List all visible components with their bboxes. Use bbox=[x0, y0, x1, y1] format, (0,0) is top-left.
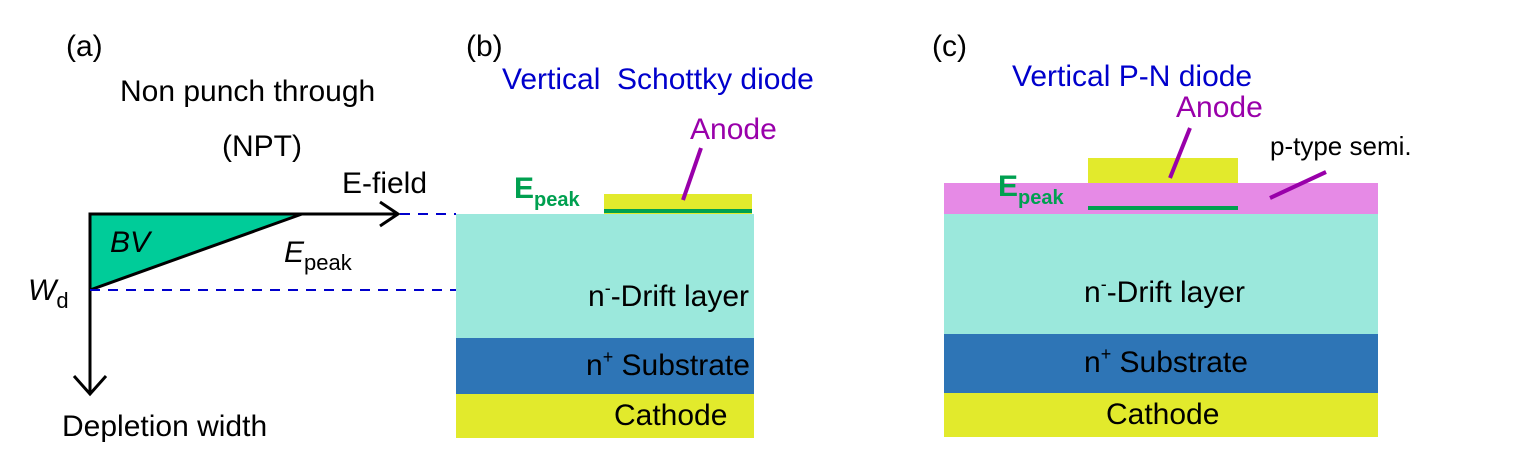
cathode-layer-c bbox=[944, 393, 1378, 437]
panel-c-tag: (c) bbox=[932, 30, 967, 63]
schottky-title: Vertical Schottky diode bbox=[502, 63, 814, 96]
efield-label: E-field bbox=[342, 167, 427, 200]
substrate-label-c: n+ Substrate bbox=[1084, 344, 1248, 379]
npt-title-line1: Non punch through bbox=[120, 75, 375, 108]
anode-label-c: Anode bbox=[1176, 91, 1263, 124]
panel-a: (a) Non punch through (NPT) BV E-field D… bbox=[28, 30, 456, 443]
epeak-label-c: Epeak bbox=[998, 170, 1064, 209]
substrate-layer-c bbox=[944, 334, 1378, 393]
anode-pointer-b bbox=[681, 147, 703, 201]
depth-arrow-icon bbox=[72, 375, 108, 397]
anode-pointer-c bbox=[1168, 127, 1192, 179]
ptype-pointer bbox=[1269, 170, 1327, 200]
cathode-label-c: Cathode bbox=[1106, 398, 1219, 431]
ptype-label: p-type semi. bbox=[1270, 131, 1412, 161]
epeak-label-b: Epeak bbox=[514, 172, 580, 211]
cathode-label-b: Cathode bbox=[614, 399, 727, 432]
panel-c: (c) Vertical P-N diode Anode p-type semi… bbox=[932, 30, 1412, 437]
anode-label-b: Anode bbox=[690, 113, 777, 146]
efield-arrow-icon bbox=[379, 200, 401, 228]
panel-a-tag: (a) bbox=[66, 30, 103, 63]
drift-layer-b bbox=[456, 214, 754, 338]
substrate-layer-b bbox=[456, 338, 754, 394]
drift-label-c: n--Drift layer bbox=[1084, 274, 1245, 309]
bv-label: BV bbox=[110, 226, 153, 259]
npt-title-line2: (NPT) bbox=[222, 130, 302, 163]
anode-contact-c bbox=[1088, 158, 1238, 183]
drift-label-b: n--Drift layer bbox=[588, 278, 749, 313]
drift-layer-c bbox=[944, 214, 1378, 334]
pn-title: Vertical P-N diode bbox=[1012, 60, 1252, 93]
substrate-label-b: n+ Substrate bbox=[586, 347, 750, 382]
cathode-layer-b bbox=[456, 394, 754, 438]
epeak-axis-label: Epeak bbox=[284, 236, 353, 275]
depletion-width-label: Depletion width bbox=[62, 410, 267, 443]
wd-label: Wd bbox=[28, 274, 69, 313]
panel-b: (b) Vertical Schottky diode Anode Epeak … bbox=[456, 30, 814, 438]
panel-b-tag: (b) bbox=[466, 30, 503, 63]
